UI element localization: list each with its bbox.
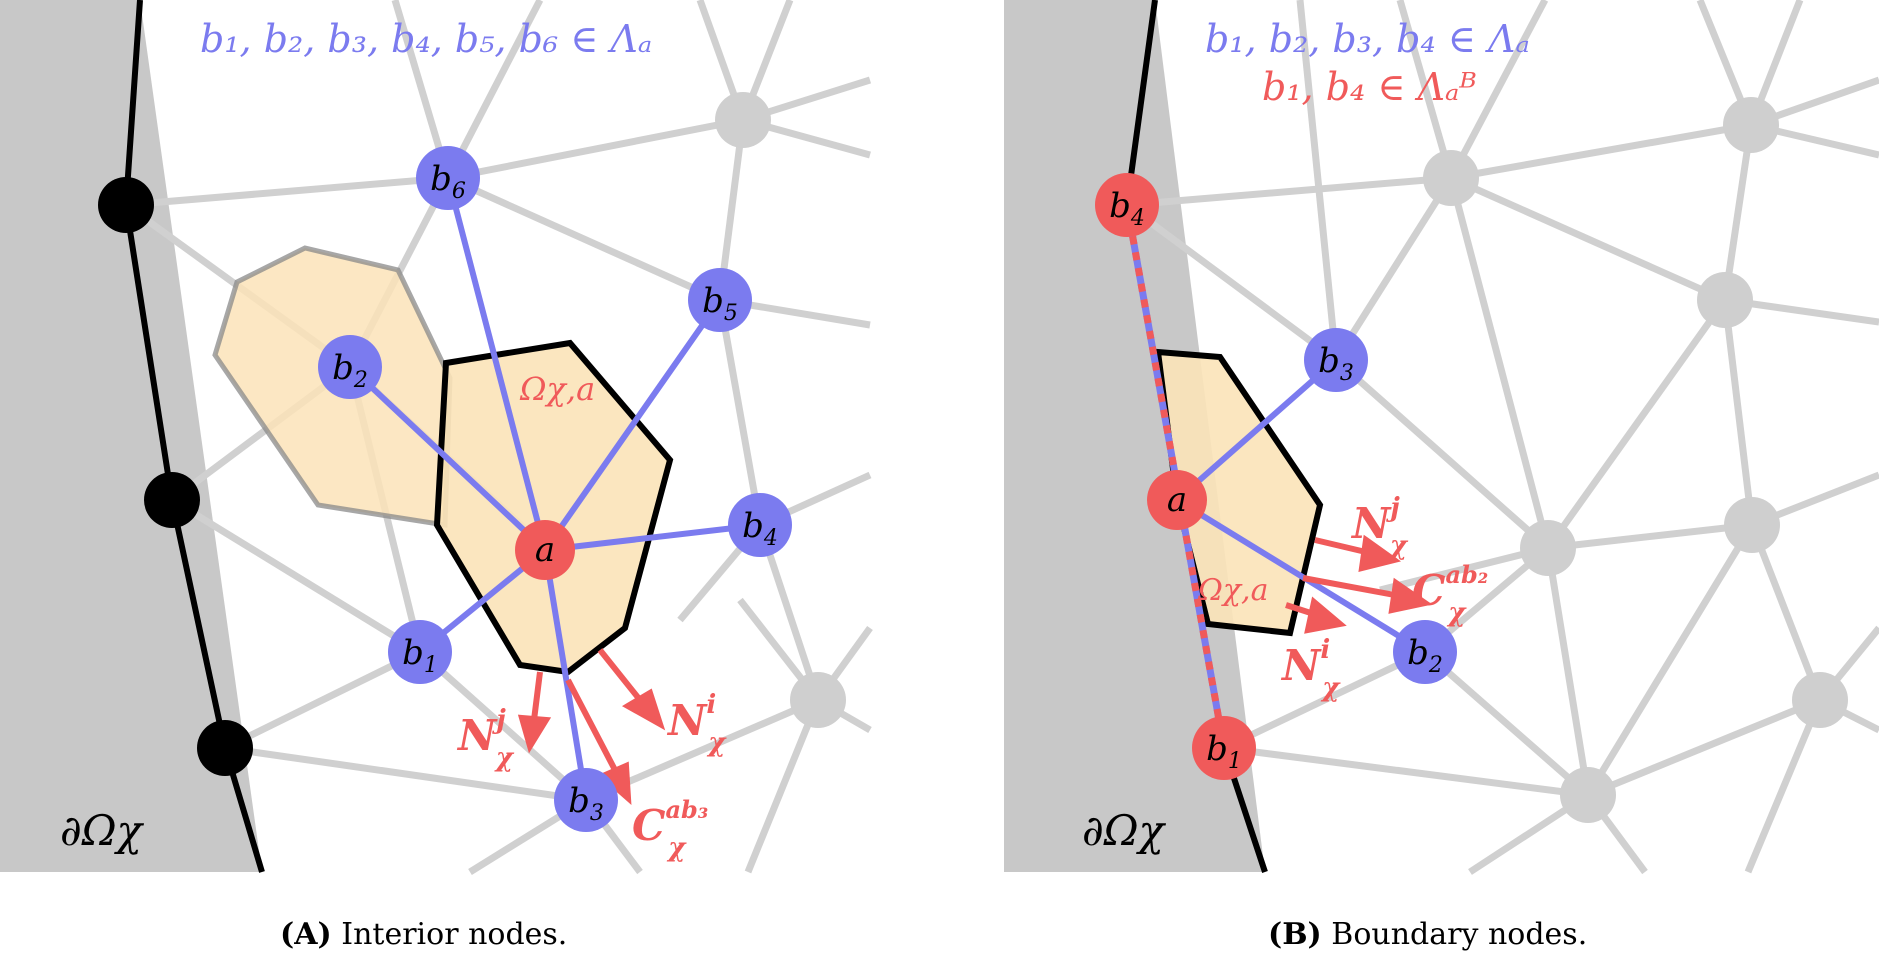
boundary-label-a: ∂Ωχ [60,806,145,855]
node-a-a[interactable]: a [515,520,575,580]
boundary-region-a [0,0,262,872]
node-b2-b[interactable]: b2 [1393,620,1457,684]
svg-text:b5: b5 [702,281,738,326]
vectors-a [517,648,666,806]
svg-text:b6: b6 [430,159,466,204]
node-b6-a[interactable]: b6 [416,146,480,210]
node-b3-b[interactable]: b3 [1304,328,1368,392]
boundary-label-b: ∂Ωχ [1082,806,1167,855]
node-a-b[interactable]: a [1147,470,1207,530]
boundary-node-a-2 [144,472,200,528]
boundary-region-b [1004,0,1265,872]
edges-b [1175,357,1427,655]
panel-b: b4 b3 b2 b1 a b₁, b₂, b₃, b₄ ∈ Λₐ b₁, b₄… [1004,0,1879,952]
set-label-b-1: b₁, b₂, b₃, b₄ ∈ Λₐ [1205,17,1530,61]
vectors-b [1285,534,1433,634]
region-label-a: Ωχ,a [519,370,595,408]
set-label-a: b₁, b₂, b₃, b₄, b₅, b₆ ∈ Λₐ [200,17,652,61]
boundary-node-a-1 [98,177,154,233]
svg-text:a: a [1167,480,1187,520]
node-b5-a[interactable]: b5 [688,268,752,332]
caption-b: (B) Boundary nodes. [1268,917,1587,952]
node-b3-a[interactable]: b3 [554,768,618,832]
node-b2-a[interactable]: b2 [318,335,382,399]
node-b1-a[interactable]: b1 [388,620,452,684]
svg-text:b3: b3 [1318,341,1354,386]
svg-text:b3: b3 [568,781,604,826]
svg-text:b4: b4 [1109,186,1145,231]
mesh-node-a-2 [790,672,846,728]
set-label-b-2: b₁, b₄ ∈ Λₐᴮ [1262,65,1477,109]
edges-a [347,177,761,801]
boundary-node-a-3 [197,720,253,776]
caption-a: (A) Interior nodes. [280,917,567,952]
node-b4-b[interactable]: b4 [1095,173,1159,237]
svg-text:a: a [535,530,555,570]
node-b4-a[interactable]: b4 [728,493,792,557]
mesh-node-a-1 [715,92,771,148]
node-b1-b[interactable]: b1 [1192,716,1256,780]
panel-a: b6 b2 b5 b4 b1 b3 a b₁, b₂, b₃, b₄, b₅, … [0,0,873,952]
region-label-b: Ωχ,a [1197,573,1268,608]
mesh-nodes-b [1423,97,1848,823]
